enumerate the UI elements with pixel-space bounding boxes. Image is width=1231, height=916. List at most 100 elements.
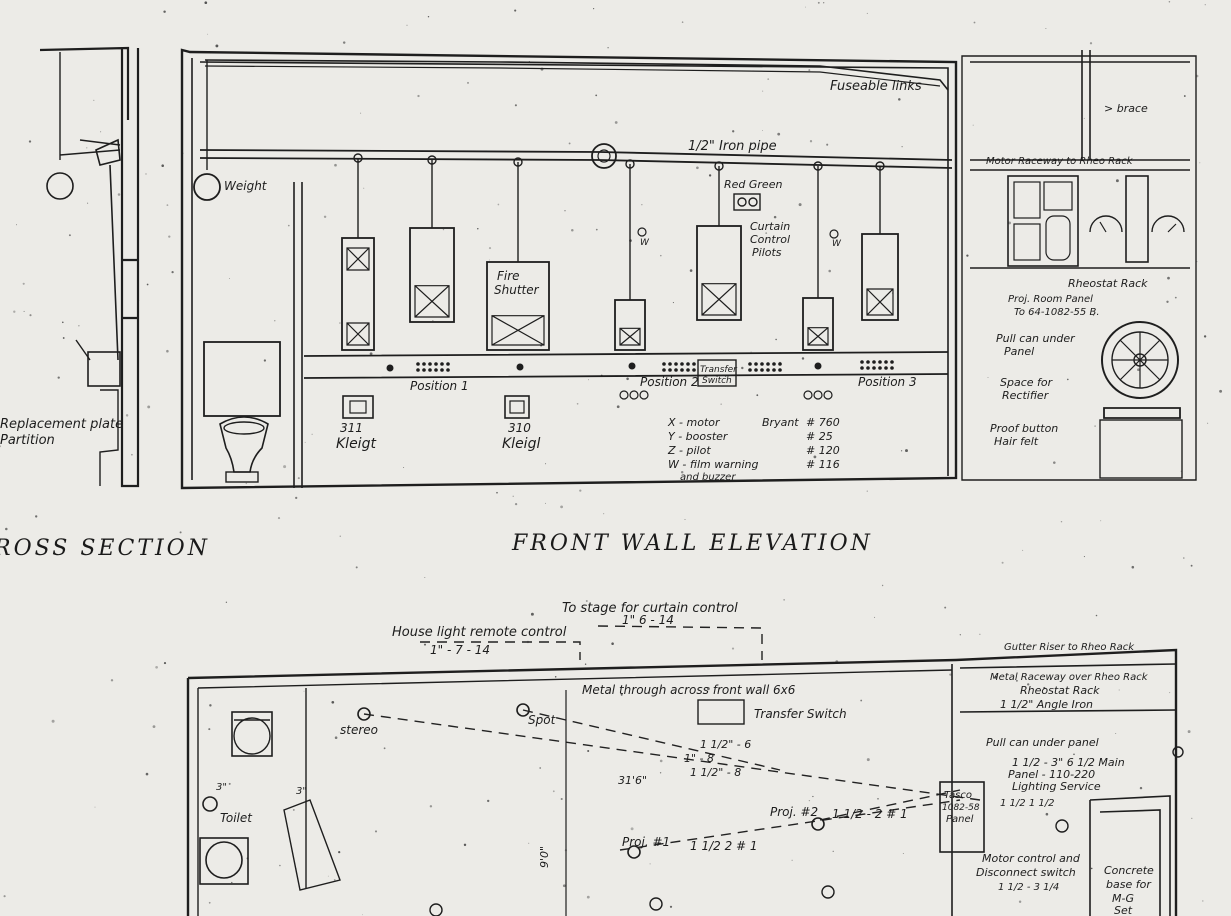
port-shutter [409, 227, 455, 323]
paper-speck [552, 790, 555, 793]
paper-speck [342, 41, 346, 44]
cross-section-view: Replacement plate Partition [0, 46, 140, 488]
paper-speck [163, 662, 167, 665]
paper-speck [987, 377, 989, 378]
klieg-311-label: Kleigt [336, 436, 376, 452]
outlet-dot [778, 368, 782, 372]
paper-speck [626, 377, 629, 381]
outlet-dot [692, 362, 696, 366]
paper-speck [750, 351, 752, 353]
paper-speck [630, 827, 634, 831]
transfer-switch-label: Transfer [700, 365, 738, 375]
paper-speck [155, 665, 158, 669]
paper-speck [1066, 378, 1069, 381]
outlet-dot [772, 362, 776, 366]
legend-mid-1: Bryant [762, 416, 799, 429]
proj1-wire-label: 1 1/2 2 # 1 [690, 839, 758, 853]
klieg-310-number: 310 [508, 421, 531, 435]
paper-speck [767, 78, 770, 80]
outlet-dot [416, 368, 420, 372]
paper-speck [179, 531, 182, 534]
port-shutter [696, 225, 742, 321]
paper-speck [905, 449, 908, 453]
pull-can-label-2: Panel [1004, 345, 1034, 358]
paper-speck [775, 338, 777, 341]
paper-speck [1008, 221, 1012, 225]
fuseable-links-label: Fuseable links [830, 79, 922, 94]
paper-speck [1131, 565, 1135, 569]
paper-speck [994, 675, 998, 679]
paper-speck [146, 283, 149, 286]
outlet-dot [766, 362, 770, 366]
paper-speck [900, 450, 903, 452]
position-2-label: Position 2 [640, 375, 699, 389]
paper-speck [1118, 689, 1120, 691]
outlet-dot [778, 362, 782, 366]
paper-speck [866, 758, 870, 762]
metal-raceway-rheo-label: Metal Raceway over Rheo Rack [990, 672, 1149, 683]
paper-speck [595, 228, 598, 231]
paper-speck [514, 502, 518, 506]
paper-speck [611, 642, 614, 645]
paper-speck [1001, 561, 1004, 564]
paper-speck [1027, 683, 1030, 686]
paper-speck [823, 2, 825, 4]
outlet-dot [866, 360, 870, 364]
paper-speck [1183, 95, 1186, 97]
paper-speck [1139, 786, 1143, 790]
paper-speck [681, 21, 684, 23]
paper-speck [215, 44, 219, 48]
paper-speck [362, 914, 363, 916]
paper-speck [209, 704, 212, 707]
outlet-dot [680, 368, 684, 372]
paper-speck [588, 379, 589, 381]
conduit-3-label: 1 1/2" - 8 [690, 766, 741, 779]
disconnect-switch-label: Disconnect switch [976, 866, 1076, 879]
paper-speck [808, 69, 811, 72]
paper-speck [949, 673, 952, 676]
paper-speck [607, 46, 609, 49]
paper-speck [22, 282, 25, 285]
side-dimension-label: 9'0" [538, 846, 551, 868]
shutter-panel [807, 327, 829, 346]
paper-speck [93, 99, 95, 101]
paper-speck [973, 21, 976, 24]
toilet-label: Toilet [220, 811, 253, 825]
paper-speck [403, 467, 405, 468]
paper-speck [576, 402, 579, 405]
pulley-icon [625, 159, 635, 169]
paper-speck [1166, 300, 1169, 303]
film-warning-marker-1: W [640, 238, 650, 248]
paper-speck [497, 203, 500, 206]
paper-speck [684, 518, 686, 521]
paper-speck [762, 90, 764, 92]
paper-speck [659, 772, 662, 774]
motor-raceway-label: Motor Raceway to Rheo Rack [986, 156, 1134, 167]
front-wall-elevation-title: FRONT WALL ELEVATION [511, 531, 873, 556]
small-dim-label: 3" [216, 782, 227, 793]
cross-section-title: ROSS SECTION [0, 536, 210, 561]
paper-speck [171, 270, 174, 274]
paper-speck [901, 146, 903, 148]
rheostat-rack-panel [970, 175, 1190, 269]
outlet-dot [668, 368, 672, 372]
shutter-panel [701, 283, 737, 316]
paper-speck [283, 465, 287, 469]
paper-speck [808, 799, 811, 802]
transfer-switch-label-2: Switch [702, 376, 732, 386]
outlet-dot [748, 368, 752, 372]
paper-speck [1202, 900, 1204, 902]
outlet-dot [692, 368, 696, 372]
toilet-elevation [203, 341, 281, 483]
paper-speck [334, 736, 338, 739]
paper-speck [467, 81, 469, 84]
space-rectifier-label-2: Rectifier [1002, 389, 1050, 402]
paper-speck [339, 322, 341, 324]
paper-speck [832, 850, 834, 852]
paper-speck [689, 269, 693, 272]
paper-speck [777, 132, 781, 136]
outlet-dot [434, 368, 438, 372]
outlet-dot [446, 362, 450, 366]
paper-speck [554, 676, 557, 678]
paper-speck [208, 901, 211, 904]
